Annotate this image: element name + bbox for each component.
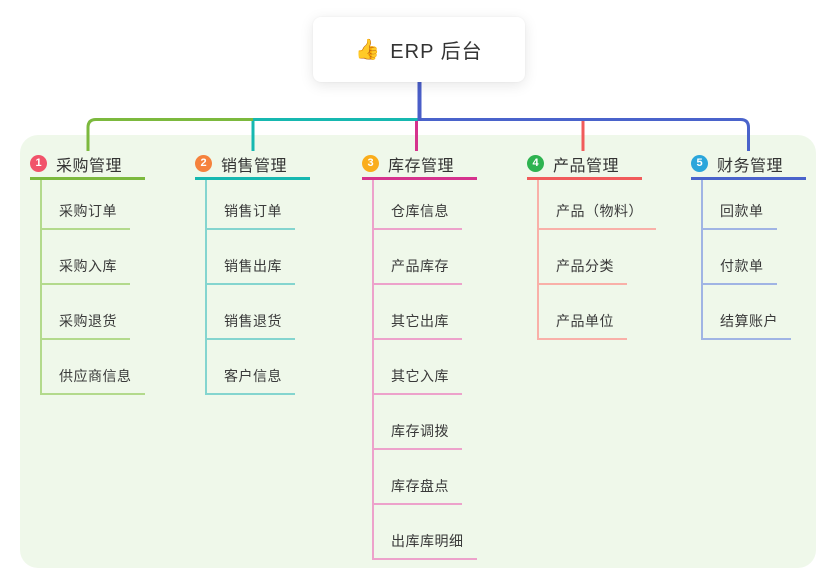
branch-header-3[interactable]: 3 库存管理 (362, 150, 477, 180)
child-node[interactable]: 库存盘点 (374, 476, 462, 505)
child-node[interactable]: 销售出库 (207, 256, 295, 285)
branch-number-badge: 4 (527, 155, 544, 172)
branch-header-5[interactable]: 5 财务管理 (691, 150, 806, 180)
child-node[interactable]: 仓库信息 (374, 201, 462, 230)
branch-number-badge: 2 (195, 155, 212, 172)
thumbs-up-icon: 👍 (355, 39, 381, 61)
root-title: ERP 后台 (390, 41, 483, 63)
child-node[interactable]: 销售订单 (207, 201, 295, 230)
branch-1: 1 采购管理采购订单采购入库采购退货供应商信息 (30, 150, 145, 395)
child-node[interactable]: 其它出库 (374, 311, 462, 340)
child-node[interactable]: 产品单位 (539, 311, 627, 340)
branch-label: 财务管理 (717, 157, 784, 175)
mindmap-panel (20, 135, 816, 568)
connector-branch-5 (418, 118, 750, 151)
child-node[interactable]: 采购入库 (42, 256, 130, 285)
branch-number-badge: 1 (30, 155, 47, 172)
connector-branch-2 (251, 118, 418, 151)
branch-2: 2 销售管理销售订单销售出库销售退货客户信息 (195, 150, 310, 395)
branch-children: 仓库信息产品库存其它出库其它入库库存调拨库存盘点出库库明细 (372, 180, 477, 560)
branch-label: 销售管理 (221, 157, 288, 175)
child-node[interactable]: 采购退货 (42, 311, 130, 340)
branch-3: 3 库存管理仓库信息产品库存其它出库其它入库库存调拨库存盘点出库库明细 (362, 150, 477, 560)
branch-label: 采购管理 (56, 157, 123, 175)
child-node[interactable]: 库存调拨 (374, 421, 462, 450)
child-node[interactable]: 结算账户 (703, 311, 791, 340)
branch-number-badge: 5 (691, 155, 708, 172)
branch-header-4[interactable]: 4 产品管理 (527, 150, 642, 180)
branch-5: 5 财务管理回款单付款单结算账户 (691, 150, 806, 340)
child-node[interactable]: 销售退货 (207, 311, 295, 340)
connector-branch-1 (86, 118, 253, 151)
branch-label: 产品管理 (553, 157, 620, 175)
branch-children: 销售订单销售出库销售退货客户信息 (205, 180, 310, 395)
child-node[interactable]: 采购订单 (42, 201, 130, 230)
branch-label: 库存管理 (388, 157, 455, 175)
child-node[interactable]: 供应商信息 (42, 366, 145, 395)
root-node[interactable]: 👍 ERP 后台 (313, 17, 525, 82)
child-node[interactable]: 产品库存 (374, 256, 462, 285)
branch-header-1[interactable]: 1 采购管理 (30, 150, 145, 180)
child-node[interactable]: 客户信息 (207, 366, 295, 395)
branch-header-2[interactable]: 2 销售管理 (195, 150, 310, 180)
branch-children: 采购订单采购入库采购退货供应商信息 (40, 180, 145, 395)
branch-children: 产品（物料） 产品分类产品单位 (537, 180, 656, 340)
child-node[interactable]: 出库库明细 (374, 531, 477, 560)
branch-4: 4 产品管理产品（物料） 产品分类产品单位 (527, 150, 656, 340)
child-node[interactable]: 其它入库 (374, 366, 462, 395)
branch-children: 回款单付款单结算账户 (701, 180, 806, 340)
child-node[interactable]: 付款单 (703, 256, 777, 285)
child-node[interactable]: 回款单 (703, 201, 777, 230)
child-node[interactable]: 产品分类 (539, 256, 627, 285)
branch-number-badge: 3 (362, 155, 379, 172)
child-node[interactable]: 产品（物料） (539, 201, 656, 230)
